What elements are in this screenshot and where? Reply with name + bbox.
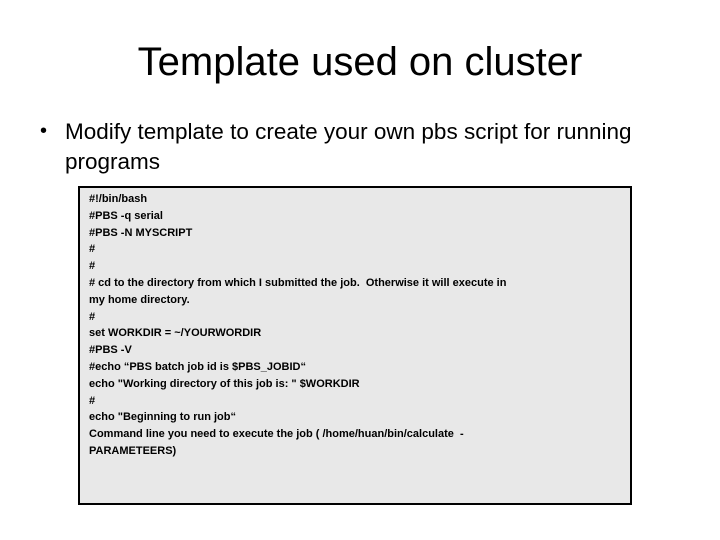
code-line: # [89,310,96,323]
code-line: #echo “PBS batch job id is $PBS_JOBID“ [89,360,306,373]
slide-title: Template used on cluster [137,40,583,84]
code-line: Command line you need to execute the job… [89,428,464,441]
code-line: my home directory. [89,293,190,306]
bullet-item: • Modify template to create your own pbs… [40,117,685,177]
code-line: #PBS -V [89,344,132,357]
code-line: # [89,260,96,273]
code-line: echo "Working directory of this job is: … [89,377,360,390]
bullet-marker: • [40,120,48,142]
code-line: #PBS -q serial [89,209,163,222]
code-line: #PBS -N MYSCRIPT [89,226,193,239]
code-line: #!/bin/bash [89,193,148,205]
code-line: # [89,243,96,256]
bullet-text: Modify template to create your own pbs s… [65,119,632,174]
code-line: # cd to the directory from which I submi… [89,276,507,289]
code-line: # [89,394,96,407]
code-line: set WORKDIR = ~/YOURWORDIR [89,327,262,340]
code-line: echo "Beginning to run job“ [89,411,236,424]
code-line: PARAMETEERS) [89,444,177,457]
pbs-script-code-box: #!/bin/bash #PBS -q serial #PBS -N MYSCRIP… [78,186,632,505]
